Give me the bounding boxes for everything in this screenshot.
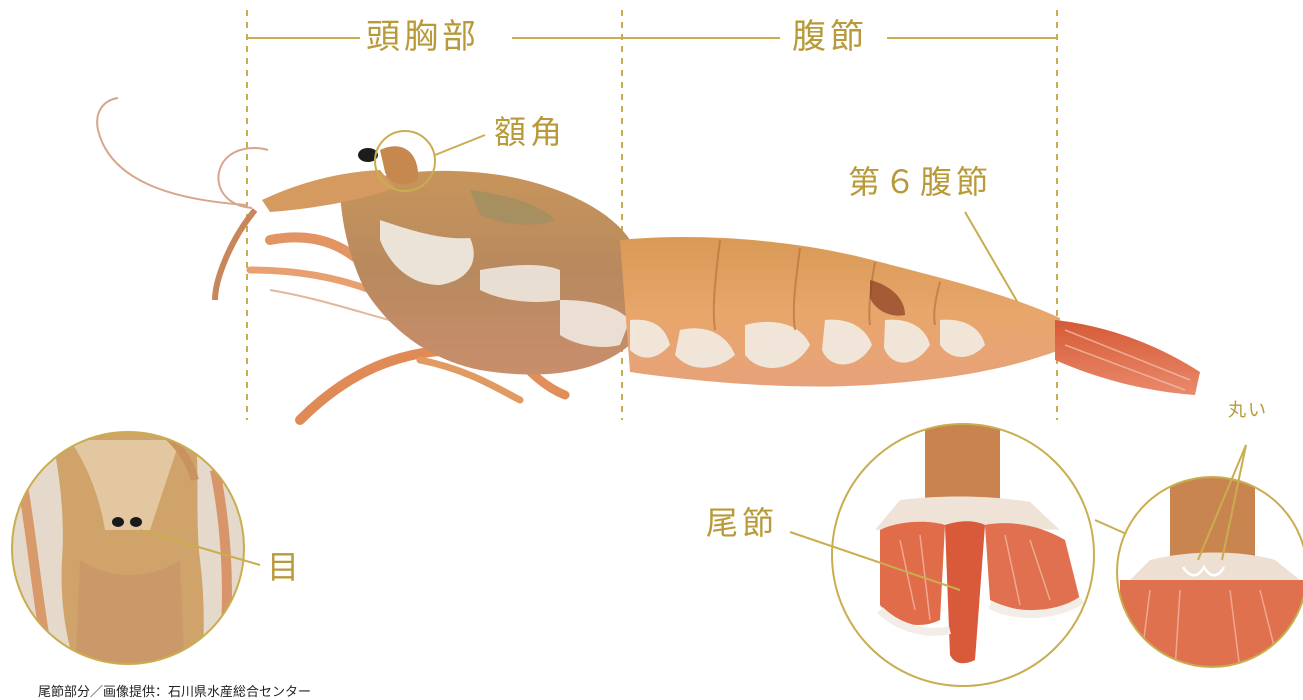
label-cephalothorax: 頭胸部 — [366, 20, 480, 54]
telson-detail-inset — [790, 420, 1140, 690]
label-eye: 目 — [267, 551, 303, 583]
eye-detail-inset — [0, 420, 260, 680]
label-telson: 尾節 — [706, 507, 778, 539]
label-rostrum: 額角 — [494, 116, 566, 148]
label-abdomen: 腹節 — [792, 20, 868, 54]
shrimp-photo — [97, 98, 1200, 420]
label-sixth-segment: 第６腹節 — [848, 166, 992, 198]
label-round: 丸い — [1228, 402, 1268, 420]
image-credit: 尾節部分／画像提供：石川県水産総合センター — [38, 686, 311, 699]
telson-tip-inset — [1115, 445, 1303, 680]
